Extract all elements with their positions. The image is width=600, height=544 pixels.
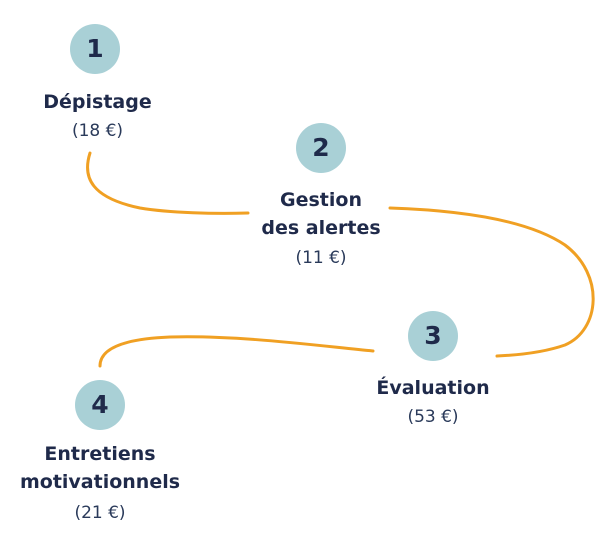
step-number-badge: 3 [408,311,458,361]
connector-segment-3-4 [98,335,375,368]
step-label: Évaluation [333,374,533,402]
step-label-line: des alertes [261,217,381,239]
step-cost: (53 €) [407,407,459,427]
step-label: Entretiens motivationnels [0,440,200,496]
step-number-badge: 1 [70,24,120,74]
step-label: Dépistage [0,88,195,116]
step-label-line: Entretiens [44,443,156,465]
step-number-badge: 4 [75,380,125,430]
connector-segment-1-2 [86,151,250,215]
step-cost: (21 €) [74,503,126,523]
step-cost: (11 €) [295,248,347,268]
step-cost: (18 €) [71,121,124,141]
step-number-badge: 2 [296,123,346,173]
step-label-line: motivationnels [19,471,181,493]
step-label-line: Gestion [280,189,362,211]
step-label-line: Dépistage [43,91,152,113]
connector-segment-2-3 [388,206,595,358]
step-label-line: Évaluation [376,377,490,399]
step-label: Gestion des alertes [221,186,421,242]
